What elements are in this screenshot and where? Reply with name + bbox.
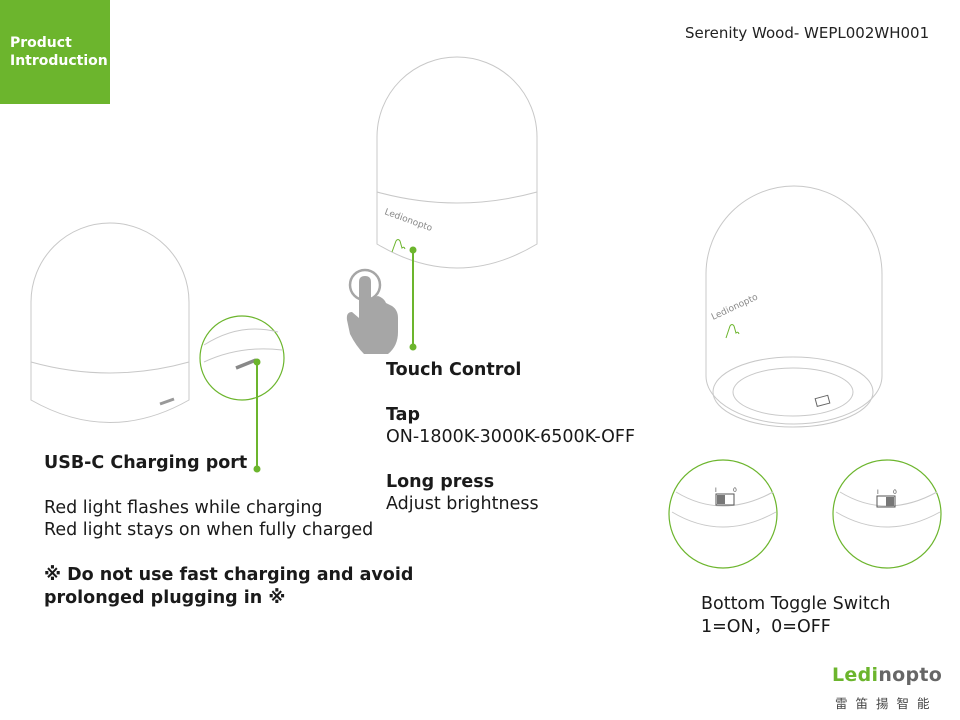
toggle-value: 1=ON，0=OFF (701, 617, 831, 637)
toggle-switch-icon (814, 394, 831, 408)
usb-port-icon (159, 397, 175, 406)
lamp-left (30, 222, 190, 423)
toggle-label-0-left: 0 (733, 487, 737, 494)
lamp-center (376, 56, 538, 269)
lamp-logo-center: Ledionopto (383, 207, 434, 234)
touch-title: Touch Control (386, 360, 522, 380)
lamp-right (705, 185, 883, 428)
section-tag: Product Introduction (0, 0, 110, 104)
usb-title: USB-C Charging port (44, 453, 248, 473)
brand-name-b: nopto (878, 664, 943, 686)
callout-lines (253, 246, 417, 473)
usb-warning-2: prolonged plugging in ※ (44, 588, 286, 608)
usb-warning-1: ※ Do not use fast charging and avoid (44, 565, 414, 585)
section-tag-line-1: Product (10, 35, 72, 51)
model-name: Serenity Wood- WEPL002WH001 (685, 24, 930, 42)
usb-line-2: Red light stays on when fully charged (44, 520, 374, 540)
usb-zoom-circle (199, 315, 285, 401)
lamp-logo-right: Ledionopto (710, 292, 760, 322)
toggle-zoom-left (668, 459, 778, 569)
brand-name-a: Ledi (832, 664, 879, 686)
toggle-label-0-right: 0 (893, 489, 897, 496)
touch-tap-value: ON-1800K-3000K-6500K-OFF (386, 427, 636, 447)
touch-long-label: Long press (386, 472, 495, 492)
section-tag-line-2: Introduction (10, 53, 108, 69)
touch-long-value: Adjust brightness (386, 494, 539, 514)
brand-logo: Ledinopto (832, 664, 942, 686)
touch-tap-label: Tap (386, 405, 421, 425)
toggle-label-1-left: I (715, 487, 717, 494)
toggle-title: Bottom Toggle Switch (701, 594, 891, 614)
touch-area-icon (391, 239, 740, 339)
toggle-zoom-right (832, 459, 942, 569)
brand-subtitle: 雷笛揚智能 (835, 696, 938, 711)
toggle-label-1-right: I (877, 489, 879, 496)
hand-pointer-icon (346, 268, 398, 354)
usb-line-1: Red light flashes while charging (44, 498, 323, 518)
